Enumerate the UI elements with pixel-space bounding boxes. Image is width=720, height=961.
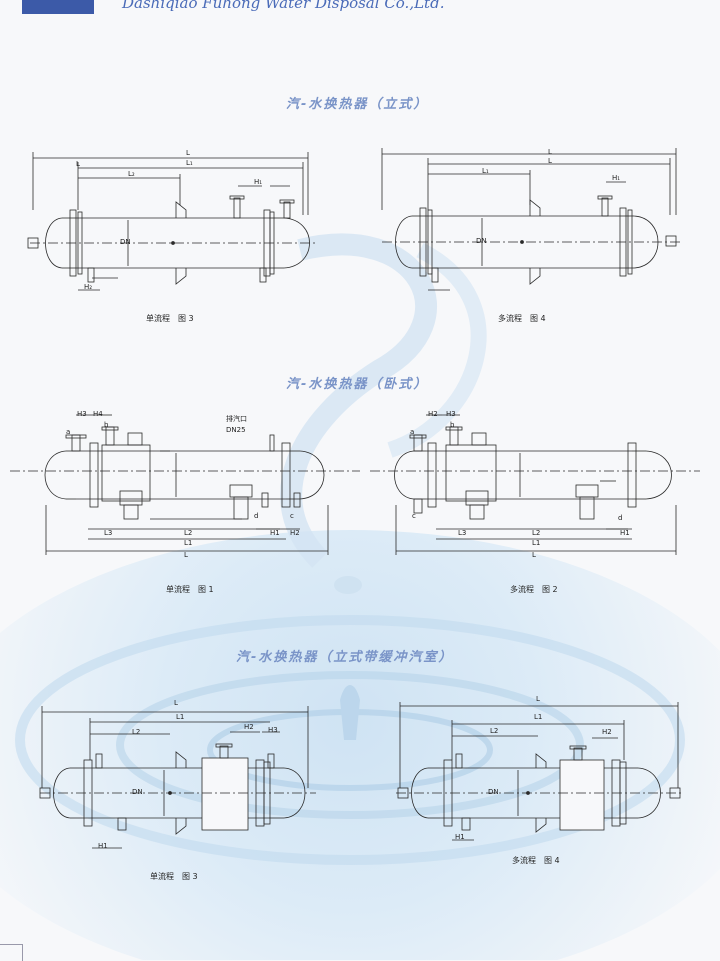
label-d-4: d (618, 514, 623, 522)
section-title-buffer: 汽-水换热器（立式带缓冲汽室） (236, 650, 454, 665)
label-vent-dn: DN25 (226, 426, 246, 434)
dim-L2-5: L2 (132, 728, 141, 736)
dim-L2-3: L2 (184, 529, 193, 537)
dim-L3-4: L3 (458, 529, 467, 537)
dim-H2-5: H2 (244, 723, 254, 731)
label-d-3: d (254, 512, 259, 520)
section-title-vertical: 汽-水换热器（立式） (286, 97, 429, 112)
caption-fig-single-3b: 单流程 图 3 (150, 872, 198, 881)
dim-L-6: L (536, 695, 540, 703)
dim-Lsub-1: L₁ (186, 159, 193, 167)
dim-DN-1: DN (120, 238, 131, 246)
dim-L-1: L (186, 149, 190, 157)
page-corner-mark (0, 944, 23, 961)
dim-DN-5: DN (132, 788, 143, 796)
dim-L-2: L (548, 148, 552, 156)
label-c-4: c (412, 512, 416, 520)
drawing-buffer-multi (396, 702, 682, 841)
dim-Lsub-2: L₁ (482, 167, 489, 175)
caption-fig-multi-4b: 多流程 图 4 (512, 856, 560, 865)
dim-L1-3: L1 (184, 539, 193, 547)
dim-H1-1: H₂ (84, 283, 93, 291)
dim-Lsub2-1: L₂ (128, 170, 135, 178)
drawing-vertical-single (27, 152, 316, 291)
dim-H3-4: H3 (446, 410, 456, 418)
dim-Hsub-1: H₁ (254, 178, 263, 186)
header-company-name: Dashiqiao Fuhong Water Disposal Co.,Ltd. (122, 0, 445, 12)
caption-fig-multi-2: 多流程 图 2 (510, 585, 558, 594)
dim-L-5: L (174, 699, 178, 707)
dim-H3-5: H3 (268, 726, 278, 734)
dim-L2-4: L2 (532, 529, 541, 537)
dim-L-top-1: L (76, 160, 80, 168)
label-b-4: b (450, 421, 455, 429)
dim-DN-2: DN (476, 237, 487, 245)
label-b-3: b (104, 421, 109, 429)
dim-L-2b: L (548, 157, 552, 165)
dim-L2-6: L2 (490, 727, 499, 735)
dim-L1-5: L1 (176, 713, 185, 721)
company-logo (22, 0, 94, 14)
drawing-vertical-multi (381, 148, 680, 291)
dim-L-4: L (532, 551, 536, 559)
dim-H2-6: H2 (602, 728, 612, 736)
dim-L1-4: L1 (532, 539, 541, 547)
dim-H1-3: H1 (270, 529, 280, 537)
caption-fig-single-3a: 单流程 图 3 (146, 314, 194, 323)
section-title-horizontal: 汽-水换热器（卧式） (286, 377, 429, 392)
dim-H2-3: H2 (290, 529, 300, 537)
drawing-horizontal-single (10, 414, 360, 555)
dim-DN-6: DN (488, 788, 499, 796)
label-a-4: a (410, 428, 415, 436)
dim-L1-6: L1 (534, 713, 543, 721)
label-a-3: a (66, 428, 71, 436)
drawing-horizontal-multi (370, 414, 700, 555)
dim-H1-6: H1 (455, 833, 465, 841)
dim-H2-4: H2 (428, 410, 438, 418)
caption-fig-single-1: 单流程 图 1 (166, 585, 214, 594)
dim-H1-5: H1 (98, 842, 108, 850)
label-vent: 排汽口 (226, 415, 247, 423)
dim-L3-3: L3 (104, 529, 113, 537)
label-c-3: c (290, 512, 294, 520)
drawing-buffer-single (39, 706, 316, 849)
dim-Hsub-2: H₁ (612, 174, 621, 182)
dim-H1-4: H1 (620, 529, 630, 537)
header-bar: Dashiqiao Fuhong Water Disposal Co.,Ltd. (0, 0, 720, 18)
caption-fig-multi-4a: 多流程 图 4 (498, 314, 546, 323)
dim-H3-3: H3 (77, 410, 87, 418)
dim-L-3: L (184, 551, 188, 559)
dim-H4-3: H4 (93, 410, 103, 418)
